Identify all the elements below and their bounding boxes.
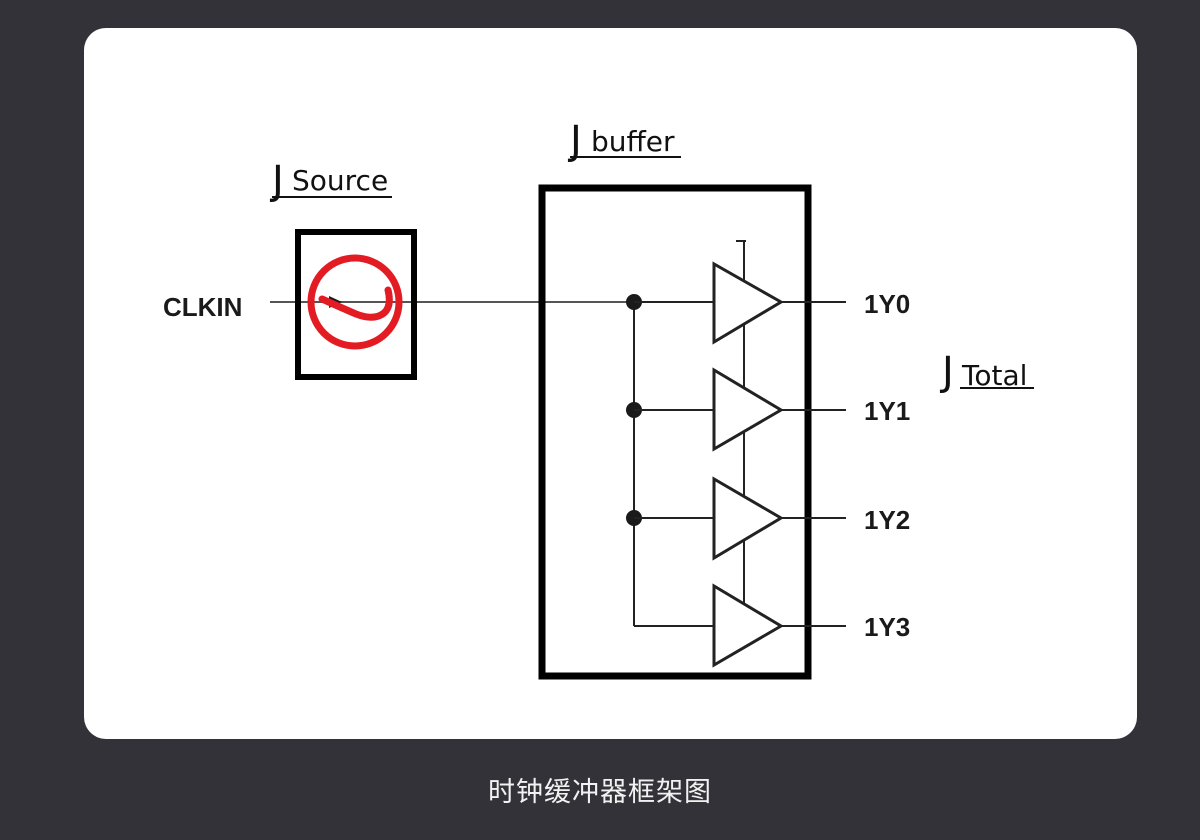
j-source-label: J Source	[269, 158, 392, 204]
svg-text:Total: Total	[961, 359, 1027, 392]
buffer-triangle-icon	[712, 261, 784, 345]
svg-text:J: J	[567, 118, 582, 164]
buffer-block	[538, 184, 812, 680]
input-label-clkin: CLKIN	[163, 292, 242, 322]
source-block	[295, 229, 417, 380]
svg-text:J: J	[269, 158, 284, 204]
buffer-stage-3: 1Y3	[634, 583, 910, 668]
j-total-label: J Total	[939, 349, 1034, 395]
buffer-stage-2: 1Y2	[634, 476, 910, 561]
buffer-triangle-icon	[712, 367, 784, 452]
svg-text:Source: Source	[292, 164, 388, 197]
j-buffer-label: J buffer	[567, 118, 681, 164]
output-label-1y3: 1Y3	[864, 612, 910, 642]
buffer-stage-0: 1Y0	[634, 261, 910, 345]
svg-text:buffer: buffer	[591, 125, 675, 158]
output-label-1y0: 1Y0	[864, 289, 910, 319]
buffer-stage-1: 1Y1	[634, 367, 910, 452]
output-label-1y1: 1Y1	[864, 396, 910, 426]
buffer-triangle-icon	[712, 476, 784, 561]
clock-buffer-diagram: CLKIN J Source J buffer J Total	[163, 118, 1034, 680]
buffer-triangle-icon	[712, 583, 784, 668]
source-oscillator-icon	[307, 254, 403, 350]
svg-text:J: J	[939, 349, 954, 395]
diagram-card: CLKIN J Source J buffer J Total	[84, 28, 1137, 739]
figure-caption: 时钟缓冲器框架图	[488, 777, 712, 808]
output-label-1y2: 1Y2	[864, 505, 910, 535]
